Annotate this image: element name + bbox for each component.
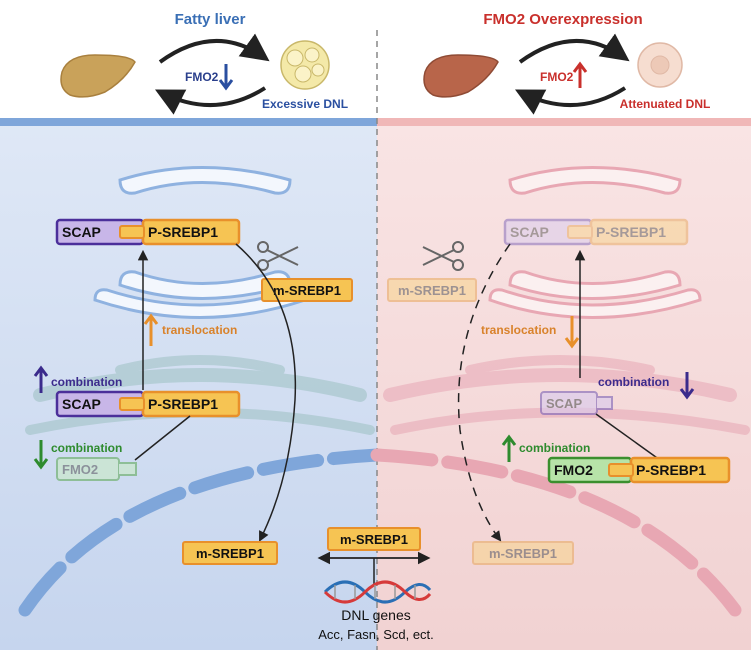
svg-text:P-SREBP1: P-SREBP1 — [636, 462, 706, 478]
translocation-up-arrow-icon — [143, 313, 159, 346]
right-title: FMO2 Overexpression — [483, 11, 642, 28]
left-title: Fatty liver — [175, 11, 246, 28]
svg-text:FMO2: FMO2 — [554, 462, 593, 478]
right-msrebp1-cleaved: m-SREBP1 — [387, 278, 477, 302]
svg-text:SCAP: SCAP — [62, 396, 101, 412]
right-outcome: Attenuated DNL — [620, 97, 711, 111]
svg-text:P-SREBP1: P-SREBP1 — [148, 396, 218, 412]
svg-text:SCAP: SCAP — [510, 224, 549, 240]
right-liver-icon — [423, 54, 499, 98]
fmo2-up-arrow-icon — [572, 61, 588, 88]
right-msrebp1-nucleus: m-SREBP1 — [472, 541, 574, 565]
left-membrane-band — [0, 118, 377, 126]
fmo2-down-arrow-icon — [218, 64, 234, 91]
right-scap-faded: SCAP — [540, 391, 613, 415]
right-translocation-label: translocation — [481, 323, 556, 337]
right-fmo2-psrebp1-complex: FMO2 P-SREBP1 — [547, 456, 731, 484]
left-psrebp1-label: P-SREBP1 — [148, 224, 218, 240]
left-scap-psrebp1-complex: SCAP P-SREBP1 — [55, 218, 241, 246]
combination-down-arrow-icon-right — [679, 372, 695, 400]
right-combination-up-label: combination — [519, 441, 590, 455]
left-scap-label: SCAP — [62, 224, 101, 240]
combination-up-arrow-icon-right — [501, 434, 517, 462]
left-liver-icon — [60, 54, 136, 98]
left-nuclear-membrane — [18, 448, 384, 617]
right-scissors-icon — [422, 241, 464, 271]
right-scap-psrebp1-complex: SCAP P-SREBP1 — [503, 218, 689, 246]
svg-text:P-SREBP1: P-SREBP1 — [596, 224, 666, 240]
dnl-genes-label: DNL genes — [341, 607, 411, 623]
left-msrebp1-nucleus: m-SREBP1 — [182, 541, 278, 565]
svg-text:m-SREBP1: m-SREBP1 — [273, 283, 341, 298]
left-scap-psrebp1-complex-2: SCAP P-SREBP1 — [55, 390, 241, 418]
left-cycle-arrows-icon — [155, 33, 270, 115]
svg-text:m-SREBP1: m-SREBP1 — [340, 532, 408, 547]
left-combination-up-label: combination — [51, 375, 122, 389]
svg-text:m-SREBP1: m-SREBP1 — [196, 546, 264, 561]
left-translocation-label: translocation — [162, 323, 237, 337]
right-fmo2-link — [595, 413, 661, 461]
dna-helix-icon — [323, 580, 432, 604]
small-cell-icon — [637, 42, 683, 88]
left-combination-down-label: combination — [51, 441, 122, 455]
svg-text:SCAP: SCAP — [546, 396, 582, 411]
left-msrebp1-cleaved: m-SREBP1 — [261, 278, 353, 302]
dnl-genes-list: Acc, Fasn, Scd, ect. — [318, 627, 434, 642]
right-fmo2-label: FMO2 — [540, 70, 574, 84]
right-nuclear-translocation-path — [457, 243, 511, 542]
svg-text:FMO2: FMO2 — [62, 462, 98, 477]
right-golgi — [488, 166, 702, 319]
left-fmo2-faded: FMO2 — [56, 457, 137, 481]
right-nuclear-membrane — [370, 448, 742, 617]
combination-down-arrow-icon — [33, 440, 49, 470]
right-cycle-arrows-icon — [515, 33, 630, 115]
left-scissors-icon — [257, 241, 299, 271]
svg-text:m-SREBP1: m-SREBP1 — [489, 546, 557, 561]
right-combination-down-label: combination — [598, 375, 669, 389]
left-fmo2-link — [134, 415, 191, 461]
left-golgi — [93, 166, 307, 319]
combination-up-arrow-icon — [33, 365, 49, 393]
left-fmo2-label: FMO2 — [185, 70, 219, 84]
adipocyte-icon — [280, 40, 330, 90]
right-membrane-band — [377, 118, 751, 126]
left-outcome: Excessive DNL — [262, 97, 348, 111]
center-msrebp1: m-SREBP1 — [327, 527, 421, 551]
translocation-down-arrow-icon — [564, 316, 580, 349]
svg-text:m-SREBP1: m-SREBP1 — [398, 283, 466, 298]
left-nuclear-translocation-path — [235, 243, 297, 542]
